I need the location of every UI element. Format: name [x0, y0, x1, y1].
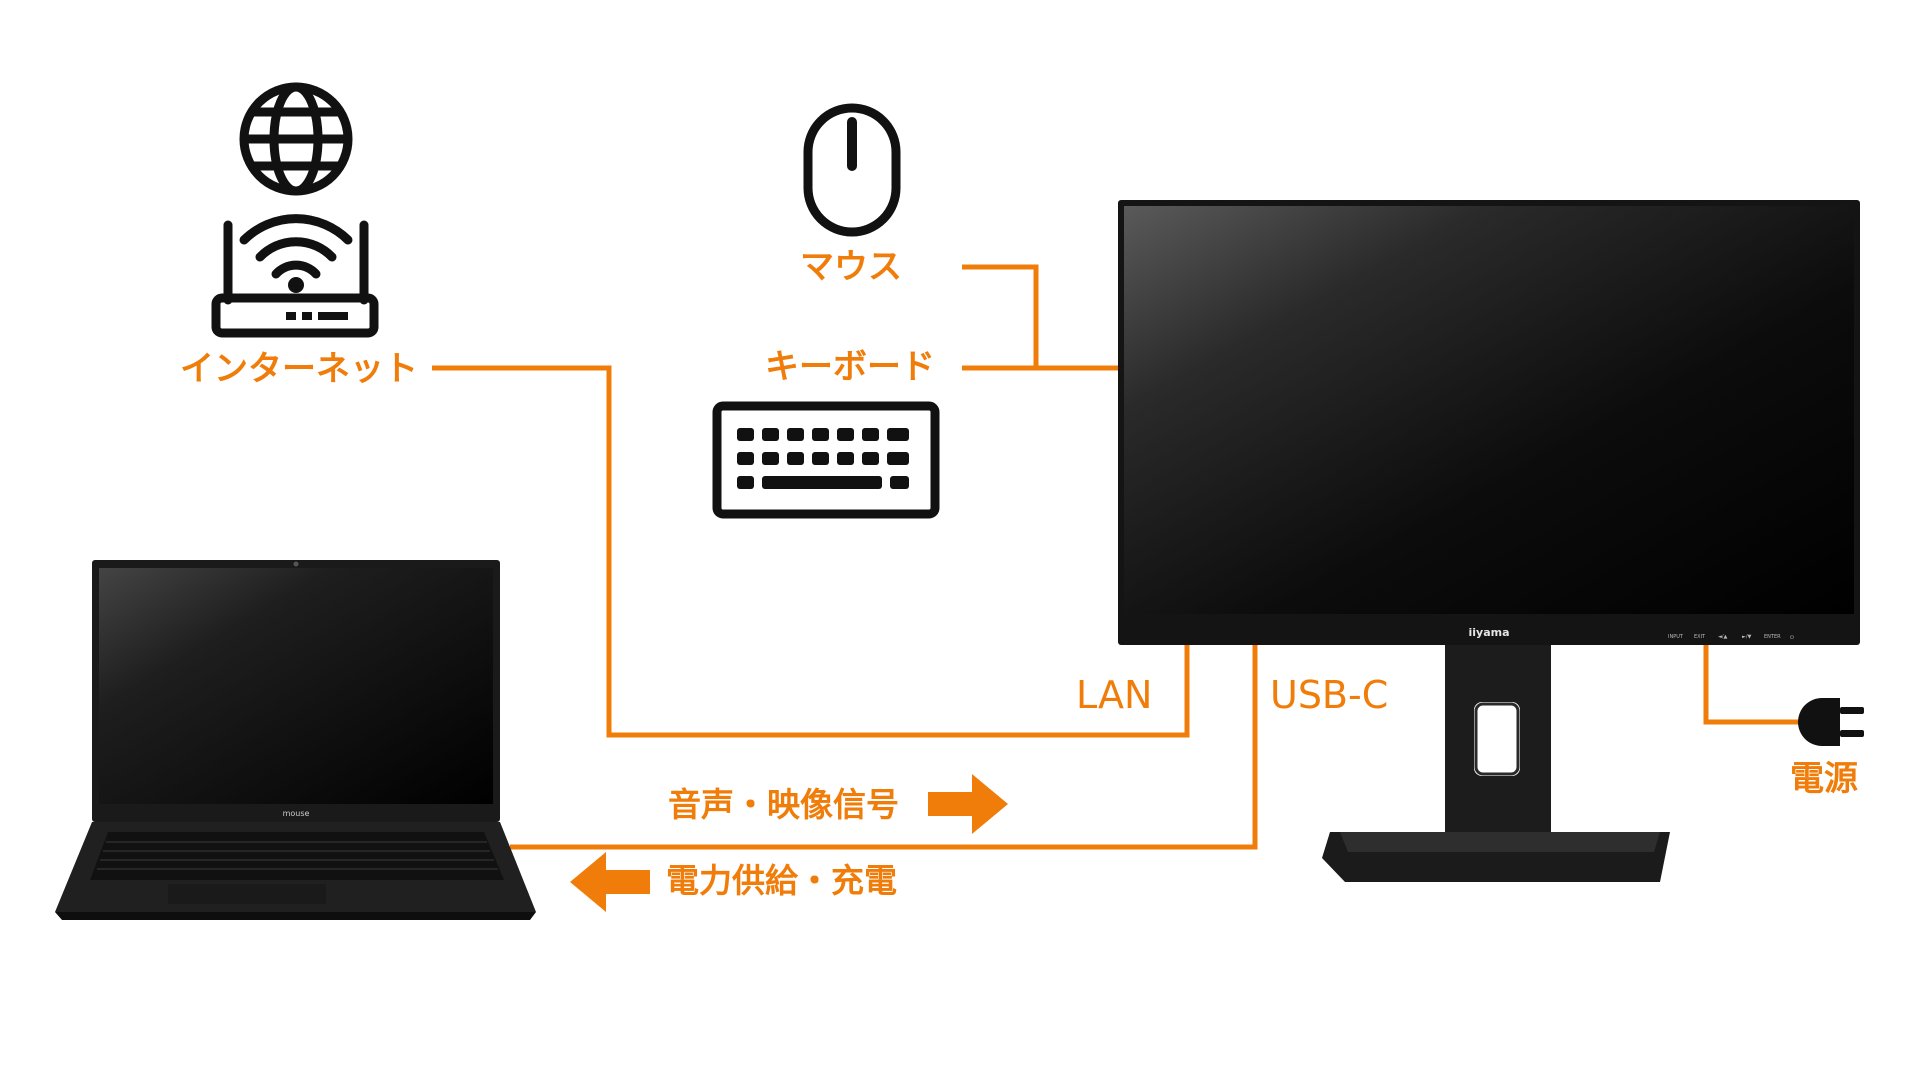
- monitor-button-up: ◄/▲: [1718, 634, 1728, 640]
- monitor-button-enter: ENTER: [1764, 634, 1781, 640]
- connection-lines: [432, 264, 1805, 850]
- mouse-icon: [803, 103, 901, 237]
- monitor-brand: iiyama: [1468, 626, 1509, 639]
- monitor-screen: [1124, 206, 1854, 614]
- wifi-router-icon: [211, 214, 379, 338]
- power-label: 電源: [1790, 759, 1858, 799]
- lan-label: LAN: [1076, 673, 1153, 717]
- monitor-button-exit: EXIT: [1694, 634, 1706, 640]
- av-signal-label: 音声・映像信号: [668, 785, 899, 824]
- mouse-line: [962, 264, 1039, 368]
- power-plug-icon: [1798, 698, 1864, 746]
- monitor: iiyama INPUT EXIT ◄/▲ ►/▼ ENTER ⏻: [1118, 200, 1860, 882]
- power-supply-arrow: [570, 852, 650, 912]
- monitor-button-input: INPUT: [1668, 634, 1684, 640]
- globe-icon: [239, 82, 353, 196]
- power-supply-label: 電力供給・充電: [666, 861, 897, 900]
- usbc-label: USB-C: [1270, 673, 1389, 717]
- laptop-brand: mouse: [283, 809, 310, 818]
- laptop: mouse: [55, 560, 536, 920]
- monitor-button-power: ⏻: [1790, 635, 1794, 641]
- power-line: [1703, 645, 1805, 725]
- internet-label: インターネット: [180, 349, 418, 389]
- av-signal-arrow: [928, 774, 1008, 834]
- lan-line: [432, 365, 1190, 738]
- laptop-screen: [99, 568, 493, 804]
- keyboard-icon: [712, 401, 940, 519]
- monitor-button-down: ►/▼: [1742, 634, 1752, 640]
- usbc-line: [510, 645, 1258, 850]
- monitor-button-labels: INPUT EXIT ◄/▲ ►/▼ ENTER ⏻: [1668, 634, 1794, 641]
- keyboard-label: キーボード: [765, 347, 935, 387]
- mouse-label: マウス: [800, 247, 902, 287]
